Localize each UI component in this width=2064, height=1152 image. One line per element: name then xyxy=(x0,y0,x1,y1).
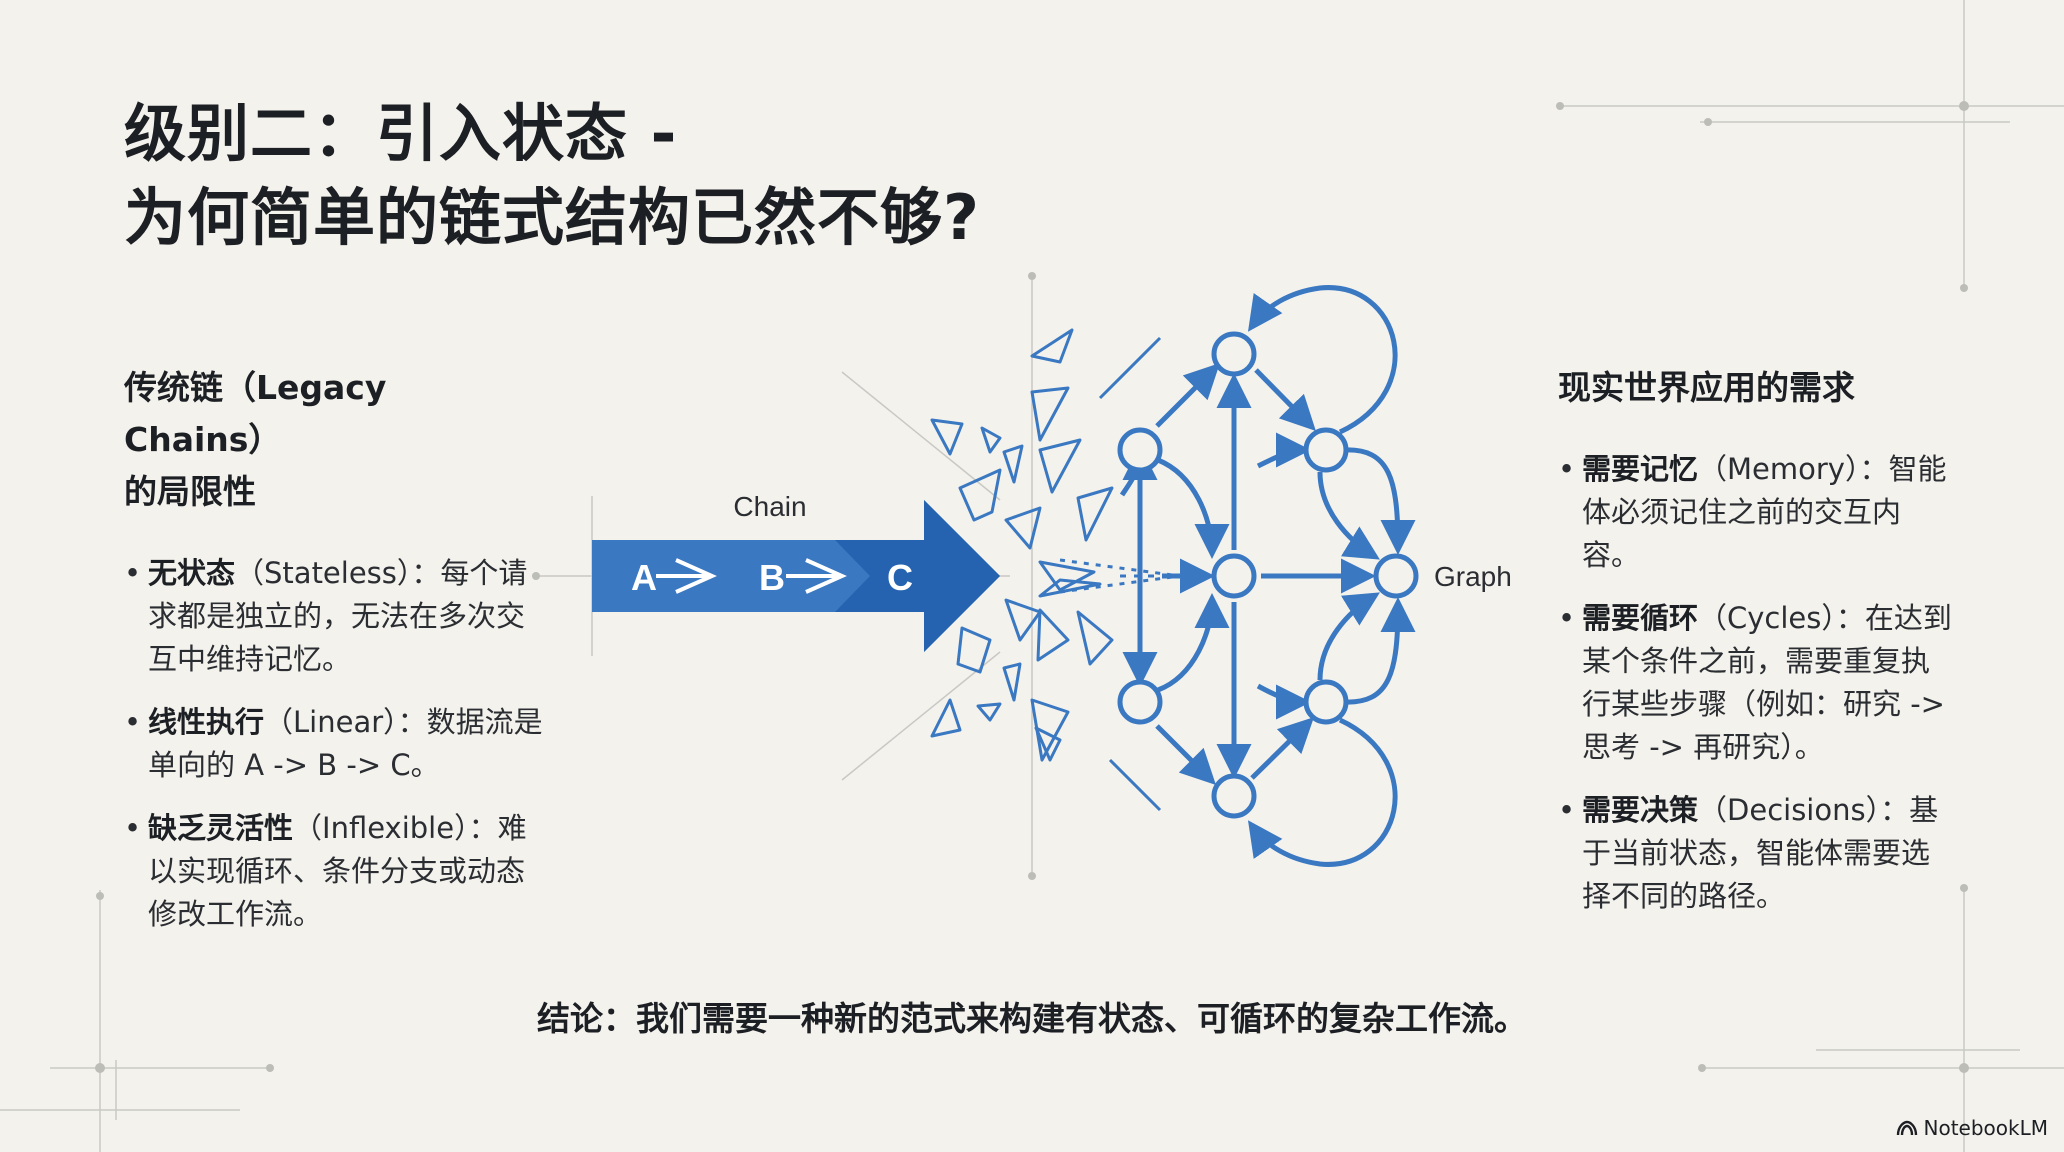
list-item: 需要循环（Cycles）：在达到某个条件之前，需要重复执行某些步骤（例如：研究 … xyxy=(1558,597,1958,769)
legacy-chains-panel: 传统链（Legacy Chains） 的局限性 无状态（Stateless）：每… xyxy=(124,362,544,956)
spark-lines xyxy=(1059,336,1190,812)
brand-name: NotebookLM xyxy=(1923,1116,2049,1140)
shattered-fragments xyxy=(930,328,1114,762)
item-term: 无状态 xyxy=(148,556,236,590)
title-line-1: 级别二：引入状态 - xyxy=(124,97,678,170)
notebooklm-logo-icon xyxy=(1896,1120,1917,1136)
item-text: （Decisions）：基于当前状态，智能体需要选择不同的路径。 xyxy=(1582,793,1939,913)
chain-label: Chain xyxy=(733,491,806,522)
item-term: 需要记忆 xyxy=(1582,452,1699,486)
graph-node xyxy=(1211,773,1257,819)
chain-node-b: B xyxy=(759,557,785,598)
graph-node xyxy=(1373,553,1419,599)
graph-edges xyxy=(1119,285,1416,867)
legacy-heading-line-2: 的局限性 xyxy=(124,472,256,511)
list-item: 无状态（Stateless）：每个请求都是独立的，无法在多次交互中维持记忆。 xyxy=(124,552,544,681)
real-world-needs-list: 需要记忆（Memory）：智能体必须记住之前的交互内容。 需要循环（Cycles… xyxy=(1558,448,1958,918)
list-item: 缺乏灵活性（Inflexible）：难以实现循环、条件分支或动态修改工作流。 xyxy=(124,807,544,936)
item-term: 需要循环 xyxy=(1582,601,1699,635)
graph-node xyxy=(1303,427,1349,473)
chain-node-a: A xyxy=(631,557,657,598)
graph-node xyxy=(1117,427,1163,473)
legacy-heading-line-1: 传统链（Legacy Chains） xyxy=(124,368,387,459)
graph-node xyxy=(1211,331,1257,377)
list-item: 线性执行（Linear）：数据流是单向的 A -> B -> C。 xyxy=(124,701,544,787)
graph-node xyxy=(1117,679,1163,725)
list-item: 需要记忆（Memory）：智能体必须记住之前的交互内容。 xyxy=(1558,448,1958,577)
item-text: （Cycles）：在达到某个条件之前，需要重复执行某些步骤（例如：研究 -> 思… xyxy=(1582,601,1952,764)
item-text: （Memory）：智能体必须记住之前的交互内容。 xyxy=(1582,452,1947,572)
real-world-heading: 现实世界应用的需求 xyxy=(1558,368,1855,407)
list-item: 需要决策（Decisions）：基于当前状态，智能体需要选择不同的路径。 xyxy=(1558,789,1958,918)
chain-arrow: A B C xyxy=(592,500,1000,652)
chain-node-c: C xyxy=(887,557,913,598)
item-text: （Stateless）：每个请求都是独立的，无法在多次交互中维持记忆。 xyxy=(148,556,528,676)
item-text: （Linear）：数据流是单向的 A -> B -> C。 xyxy=(148,705,543,782)
brand-watermark: NotebookLM xyxy=(1896,1116,2049,1140)
item-term: 需要决策 xyxy=(1582,793,1699,827)
slide-title: 级别二：引入状态 - 为何简单的链式结构已然不够? xyxy=(124,92,980,260)
real-world-needs-panel: 现实世界应用的需求 需要记忆（Memory）：智能体必须记住之前的交互内容。 需… xyxy=(1558,362,1958,938)
legacy-limitations-list: 无状态（Stateless）：每个请求都是独立的，无法在多次交互中维持记忆。 线… xyxy=(124,552,544,936)
title-line-2: 为何简单的链式结构已然不够? xyxy=(124,181,980,254)
graph-node xyxy=(1303,679,1349,725)
item-text: （Inflexible）：难以实现循环、条件分支或动态修改工作流。 xyxy=(148,811,527,931)
item-term: 缺乏灵活性 xyxy=(148,811,294,845)
graph-node xyxy=(1211,553,1257,599)
item-term: 线性执行 xyxy=(148,705,265,739)
legacy-chains-heading: 传统链（Legacy Chains） 的局限性 xyxy=(124,362,544,518)
conclusion-text: 结论：我们需要一种新的范式来构建有状态、可循环的复杂工作流。 xyxy=(537,999,1527,1038)
graph-nodes xyxy=(1117,331,1419,819)
graph-label: Graph xyxy=(1434,561,1512,592)
